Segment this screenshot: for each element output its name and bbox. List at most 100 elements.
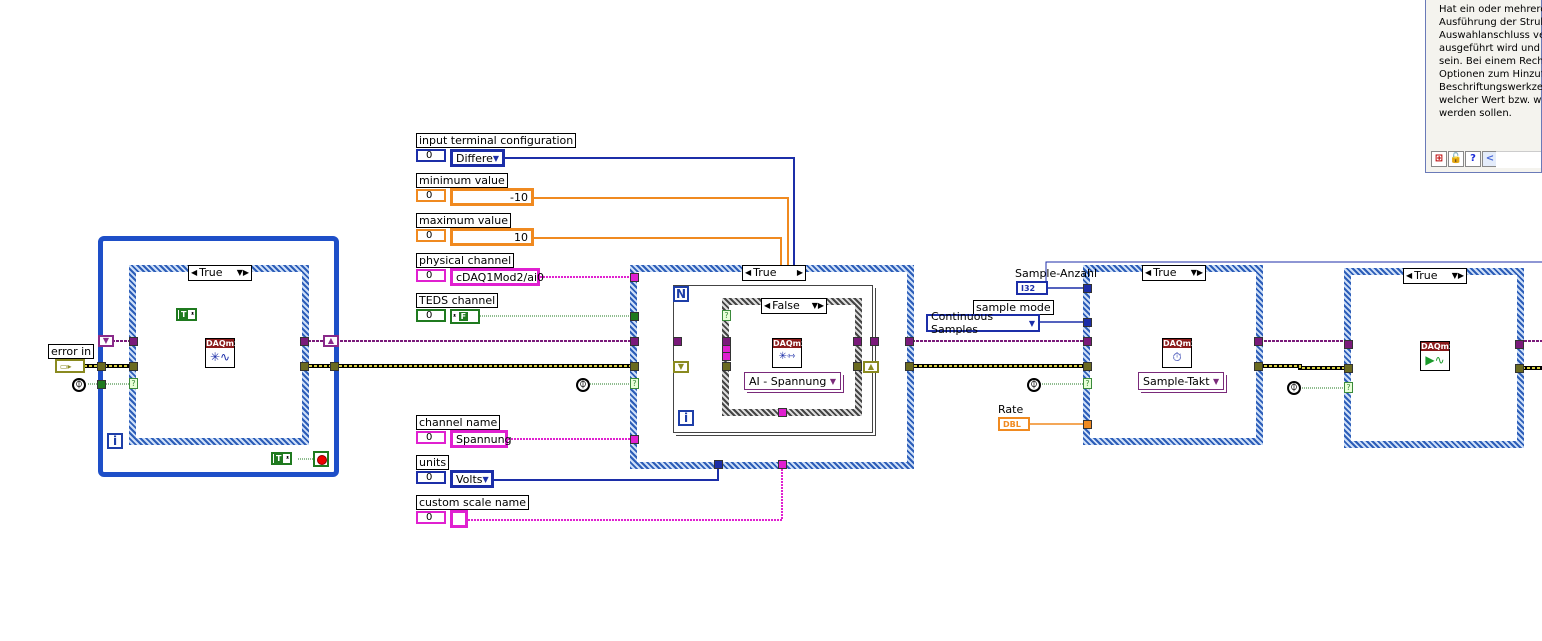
- tunnel-error-out-4: [1515, 364, 1524, 373]
- case-selector-3[interactable]: ◀True▼▶: [1142, 265, 1206, 281]
- inner-tunnel-task-out: [853, 337, 862, 346]
- daqmx-timing-vi[interactable]: DAQmx ⏱: [1162, 338, 1196, 368]
- help-text: Hat ein oder mehrere Ausführung der Stru…: [1439, 4, 1542, 119]
- case-selector-1[interactable]: ◀True▼▶: [188, 265, 252, 281]
- tunnel-task-out-3: [1254, 337, 1263, 346]
- units-index[interactable]: 0: [416, 471, 446, 484]
- dropdown-arrow-icon: ▼: [1028, 318, 1035, 328]
- channel-name-string[interactable]: Spannung: [450, 430, 512, 448]
- daqmx-create-channel-vi[interactable]: DAQmx ✳⇿: [772, 338, 806, 368]
- inner-tunnel-string-b: [722, 352, 731, 361]
- custom-scale-name-string[interactable]: [450, 510, 468, 528]
- tunnel-task-4: [1344, 340, 1353, 349]
- for-tunnel-task: [673, 337, 682, 346]
- tunnel-sample-count: [1083, 284, 1092, 293]
- context-help-window: Hat ein oder mehrere Ausführung der Stru…: [1425, 0, 1542, 173]
- play-icon: ▶∿: [1425, 353, 1445, 367]
- tunnel-sample-mode: [1083, 318, 1092, 327]
- timing-polymorphic-selector[interactable]: Sample-Takt ▼: [1138, 372, 1225, 390]
- channel-name-index[interactable]: 0: [416, 431, 446, 444]
- tunnel-task-in-1: [129, 337, 138, 346]
- while-loop-1[interactable]: [98, 236, 339, 477]
- sample-mode-enum[interactable]: Continuous Samples▼: [926, 310, 1040, 336]
- tunnel-channel-name: [630, 435, 639, 444]
- channel-name-label: channel name: [416, 415, 501, 430]
- tunnel-error-in-1: [129, 362, 138, 371]
- for-shift-register-right[interactable]: ▲: [863, 361, 879, 373]
- bool-constant-stop[interactable]: T ᵜ: [271, 452, 293, 465]
- teds-channel-bool[interactable]: ᵜ F: [450, 309, 480, 324]
- tunnel-task-out-2: [905, 337, 914, 346]
- iteration-terminal-2: i: [678, 410, 694, 426]
- dropdown-arrow-icon: ▼: [492, 153, 500, 163]
- clock-icon-4: ⏀: [1287, 381, 1301, 395]
- lock-help-button[interactable]: 🔓: [1448, 151, 1464, 167]
- clock-icon-2: ⏀: [576, 378, 590, 392]
- input-terminal-config-label: input terminal configuration: [416, 133, 577, 148]
- tunnel-rate: [1083, 420, 1092, 429]
- maximum-value-label: maximum value: [416, 213, 511, 228]
- physical-channel-index[interactable]: 0: [416, 269, 446, 282]
- detailed-help-button[interactable]: ?: [1465, 151, 1481, 167]
- shift-register-right[interactable]: ▲: [323, 335, 339, 347]
- tunnel-task-3: [1083, 337, 1092, 346]
- create-channel-icon: ✳⇿: [778, 351, 796, 362]
- custom-scale-name-label: custom scale name: [416, 495, 530, 510]
- minimum-value-label: minimum value: [416, 173, 508, 188]
- physical-channel-string[interactable]: cDAQ1Mod2/ai0: [450, 268, 544, 286]
- teds-channel-label: TEDS channel: [416, 293, 499, 308]
- input-terminal-config-enum[interactable]: Differe▼: [450, 149, 505, 167]
- error-in-label: error in: [48, 344, 95, 359]
- clock-icon-1: ⏀: [72, 378, 86, 392]
- units-enum[interactable]: Volts▼: [450, 470, 494, 488]
- case-selector-terminal-4: ?: [1344, 382, 1353, 393]
- inner-case-selector-terminal: ?: [722, 310, 731, 321]
- bool-constant-true[interactable]: T ᵜ: [176, 308, 198, 321]
- maximum-value-numeric[interactable]: 10: [450, 228, 534, 246]
- case-selector-terminal-2: ?: [630, 378, 639, 389]
- teds-channel-index[interactable]: 0: [416, 309, 446, 322]
- dropdown-arrow-icon: ▼: [482, 474, 489, 484]
- tunnel-units: [714, 460, 723, 469]
- clock-icon-3: ⏀: [1027, 378, 1041, 392]
- tunnel-task-out-1: [300, 337, 309, 346]
- rate-dbl-control[interactable]: DBL: [998, 417, 1030, 431]
- dropdown-arrow-icon: ▼: [1213, 376, 1220, 386]
- tunnel-error-3: [1083, 362, 1092, 371]
- maximum-value-index[interactable]: 0: [416, 229, 446, 242]
- waveform-icon: ✳∿: [209, 350, 231, 364]
- daqmx-start-task-vi[interactable]: DAQmx ▶∿: [1420, 341, 1454, 371]
- help-toolbar: ⊞ 🔓 ? <: [1431, 151, 1498, 167]
- minimum-value-numeric[interactable]: -10: [450, 188, 534, 206]
- error-in-cluster-control[interactable]: ▭▸: [55, 359, 85, 373]
- tunnel-clock-while: [97, 380, 106, 389]
- input-terminal-config-index[interactable]: 0: [416, 149, 446, 162]
- help-scroll-area[interactable]: [1496, 151, 1541, 168]
- stop-condition-terminal[interactable]: [313, 451, 329, 467]
- for-tunnel-task-out: [870, 337, 879, 346]
- tunnel-error-out-3: [1254, 362, 1263, 371]
- tunnel-error-out-2: [905, 362, 914, 371]
- create-channel-polymorphic-selector[interactable]: AI - Spannung ▼: [744, 372, 841, 390]
- case-selector-2[interactable]: ◀True▶: [742, 265, 806, 281]
- tunnel-physical-channel: [630, 273, 639, 282]
- inner-case-selector[interactable]: ◀False▼▶: [761, 298, 827, 314]
- case-selector-4[interactable]: ◀True▼▶: [1403, 268, 1467, 284]
- custom-scale-name-index[interactable]: 0: [416, 511, 446, 524]
- show-vi-icon-button[interactable]: ⊞: [1431, 151, 1447, 167]
- shift-register-left[interactable]: ▼: [98, 335, 114, 347]
- minimum-value-index[interactable]: 0: [416, 189, 446, 202]
- count-terminal: N: [673, 286, 689, 302]
- for-shift-register-left[interactable]: ▼: [673, 361, 689, 373]
- stopwatch-icon: ⏱: [1172, 350, 1182, 364]
- tunnel-error-2: [630, 362, 639, 371]
- tunnel-custom-scale: [778, 460, 787, 469]
- daqmx-clear-task-vi[interactable]: DAQmx ✳∿: [205, 338, 239, 368]
- tunnel-task-out-4: [1515, 340, 1524, 349]
- iteration-terminal-1: i: [107, 433, 123, 449]
- dbl-wire-min: [534, 197, 789, 270]
- inner-tunnel-error-out: [853, 362, 862, 371]
- sample-count-i32-control[interactable]: I32: [1016, 281, 1048, 295]
- tunnel-task-2: [630, 337, 639, 346]
- inner-tunnel-scale: [778, 408, 787, 417]
